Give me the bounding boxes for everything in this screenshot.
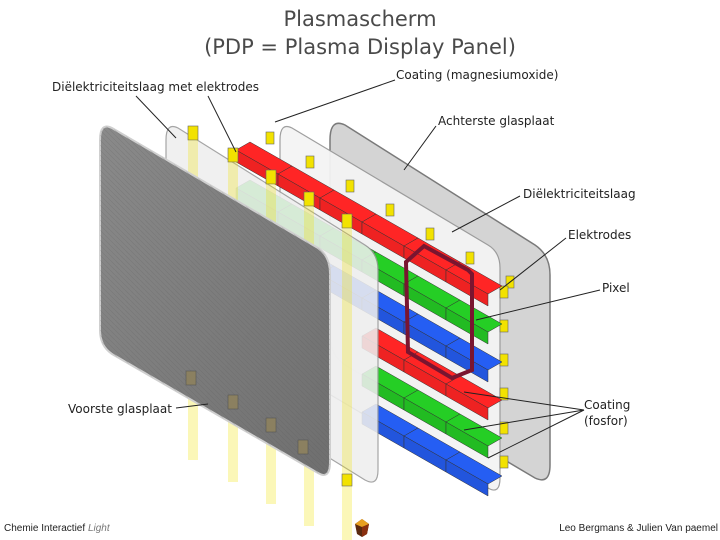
- footer-publisher-name: Chemie Interactief: [4, 523, 86, 534]
- footer-authors: Leo Bergmans & Julien Van paemel: [559, 523, 718, 534]
- label-coating-phosphor-line1: Coating: [584, 398, 631, 412]
- cell-front: [445, 459, 489, 497]
- cell-front: [445, 383, 489, 421]
- label-dielectric: Diëlektriciteitslaag: [523, 187, 636, 201]
- front-electrode-strip: [342, 228, 352, 540]
- diagram-subtitle: (PDP = Plasma Display Panel): [204, 35, 516, 59]
- front-electrode-tab: [265, 169, 277, 185]
- label-electrodes: Elektrodes: [568, 228, 632, 242]
- label-pixel: Pixel: [602, 281, 630, 295]
- label-coating-phosphor-line2: (fosfor): [584, 414, 628, 428]
- front-electrode-tab: [227, 147, 239, 163]
- pixel-outline: [403, 243, 474, 381]
- rear-electrode-tab: [465, 251, 475, 265]
- front-electrode-tab: [341, 213, 353, 229]
- label-front-glass: Voorste glasplaat: [68, 402, 172, 416]
- rear-electrode-tab: [265, 131, 275, 145]
- side-electrode-tab: [499, 285, 509, 299]
- footer-publisher-suffix: Light: [87, 523, 110, 534]
- side-electrode-tab: [499, 421, 509, 435]
- side-electrode-tab: [499, 319, 509, 333]
- label-coating-mgo: Coating (magnesiumoxide): [396, 68, 559, 82]
- label-dielectric-with-electrodes: Diëlektriciteitslaag met elektrodes: [52, 80, 259, 94]
- diagram-title: Plasmascherm: [283, 7, 437, 31]
- front-electrode-tab: [341, 473, 353, 487]
- leader-lines: [135, 79, 601, 459]
- front-electrode-tab: [303, 191, 315, 207]
- side-electrode-tab: [499, 455, 509, 469]
- rear-electrode-tab: [425, 227, 435, 241]
- front-electrode-tab: [187, 125, 199, 141]
- rear-electrode-tab: [305, 155, 315, 169]
- side-electrode-tab: [499, 353, 509, 367]
- side-electrode-tab: [499, 387, 509, 401]
- rear-electrode-tab: [345, 179, 355, 193]
- label-rear-glass: Achterste glasplaat: [438, 114, 555, 128]
- footer-publisher: Chemie Interactief Light: [4, 523, 110, 534]
- rear-electrode-tab: [385, 203, 395, 217]
- publisher-logo-icon: [355, 519, 369, 537]
